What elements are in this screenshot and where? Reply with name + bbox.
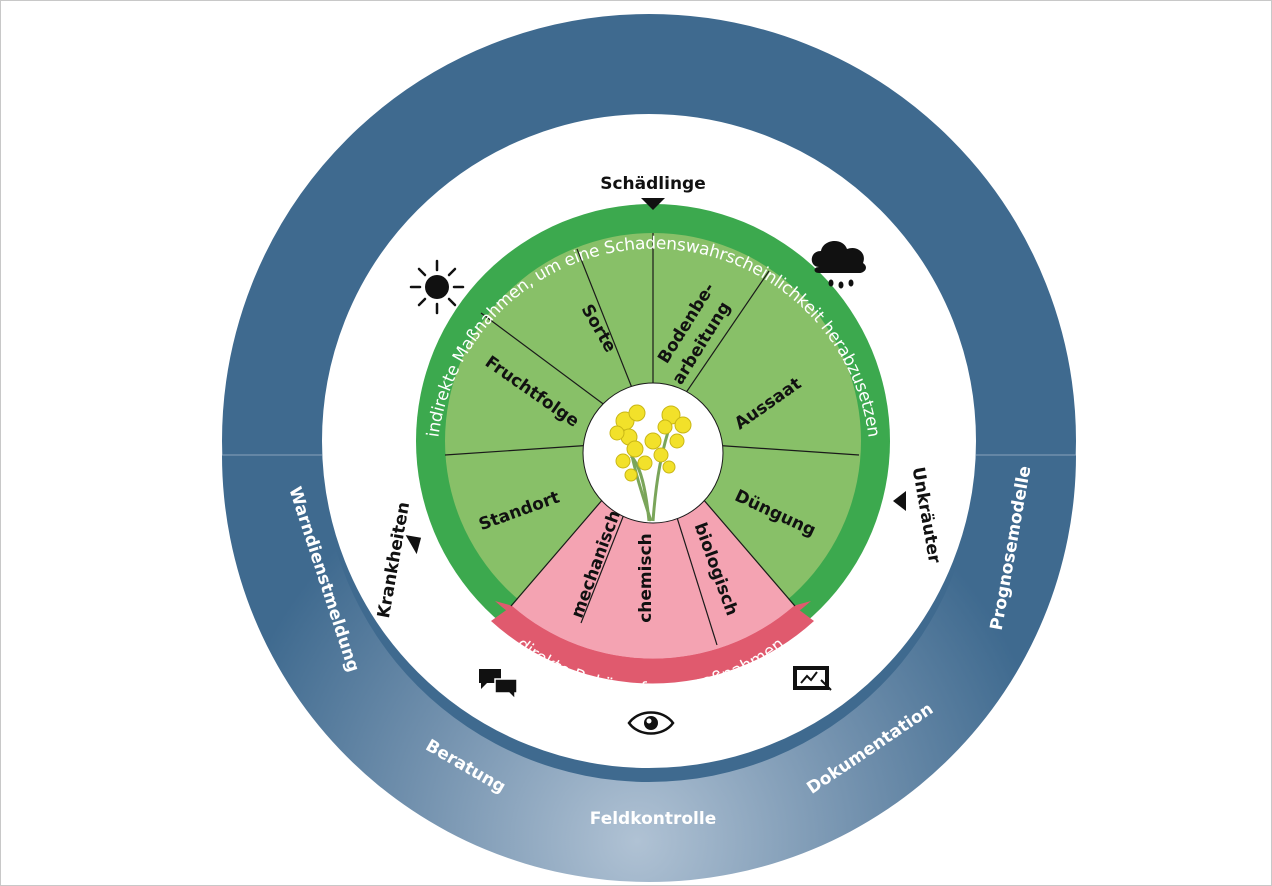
rain-cloud-icon — [811, 240, 866, 289]
tablet-chart-icon — [793, 666, 832, 691]
rapeseed-plant-icon — [609, 404, 692, 522]
arrow-down-icon — [641, 198, 665, 210]
segment-chemisch: chemisch — [636, 533, 656, 623]
threat-krankheiten: Krankheiten — [374, 500, 414, 619]
outer-ring — [222, 14, 1076, 882]
threat-unkraeuter: Unkräuter — [908, 466, 945, 566]
speech-bubbles-icon — [479, 669, 518, 701]
eye-icon — [627, 711, 675, 735]
arrow-left-pointing-icon — [405, 535, 422, 555]
sun-icon — [409, 259, 465, 315]
outer-label-feldkontrolle: Feldkontrolle — [590, 809, 716, 829]
threat-schaedlinge: Schädlinge — [600, 174, 706, 194]
arrow-right-pointing-icon — [893, 491, 906, 511]
